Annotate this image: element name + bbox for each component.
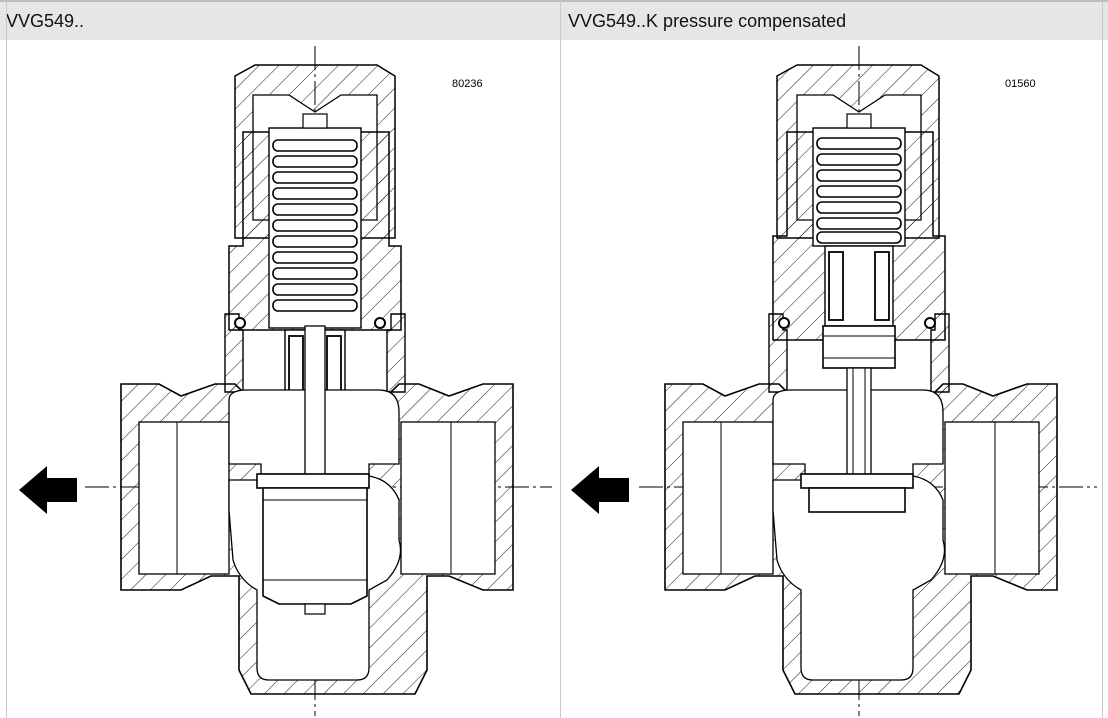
compression-spring	[816, 137, 902, 244]
valve-section-svg-k: 01560	[571, 46, 1097, 716]
balancing-piston	[822, 325, 896, 369]
stem-top-button	[302, 113, 328, 129]
drawing-code-label: 01560	[1005, 78, 1036, 90]
o-ring-right	[924, 317, 936, 329]
inlet-passage	[682, 421, 774, 575]
balance-seal-right	[874, 251, 890, 321]
o-ring-right	[374, 317, 386, 329]
table-header: VVG549.. VVG549..K pressure compensated	[0, 0, 1108, 40]
valve-seat-ring	[800, 473, 914, 489]
o-ring-left	[234, 317, 246, 329]
drawing-code-label: 80236	[452, 78, 483, 90]
spring-chamber	[268, 127, 362, 329]
valve-stem	[304, 325, 326, 491]
balancing-cylinder	[824, 245, 894, 327]
flow-direction-arrow-icon	[19, 466, 77, 514]
outlet-passage	[944, 421, 1040, 575]
valve-drawing-pressure-compensated: 01560	[561, 40, 1102, 718]
valve-section-svg: 80236	[19, 46, 552, 716]
valve-drawing-standard: 80236	[7, 40, 560, 718]
valve-stem	[846, 367, 872, 479]
table-column-divider	[560, 0, 561, 718]
valve-seat-ring	[256, 473, 370, 489]
o-ring-left	[778, 317, 790, 329]
stem-top-button	[846, 113, 872, 129]
outlet-passage	[400, 421, 496, 575]
header-left-title: VVG549..	[6, 11, 85, 31]
plug-guide-tip	[304, 603, 326, 615]
valve-plug	[262, 487, 368, 605]
header-right-title: VVG549..K pressure compensated	[568, 11, 847, 31]
balance-seal-left	[828, 251, 844, 321]
flow-direction-arrow-icon	[571, 466, 629, 514]
table-border-left	[6, 0, 7, 718]
compression-spring	[272, 139, 358, 312]
inlet-passage	[138, 421, 230, 575]
balanced-disc	[808, 487, 906, 513]
table-border-right	[1102, 0, 1103, 718]
